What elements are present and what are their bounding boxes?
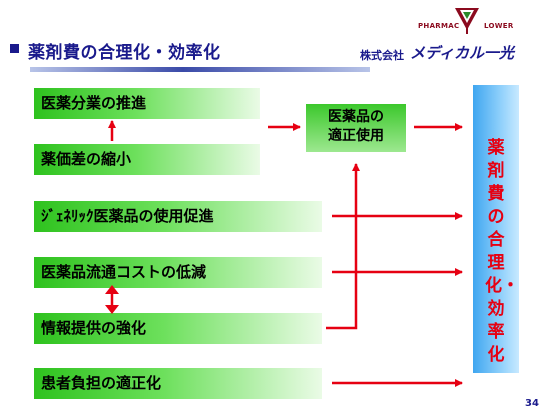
- logo-flower-icon: [455, 8, 479, 34]
- arrow-connector-icon: [326, 163, 360, 330]
- center-box-line1: 医薬品の: [328, 109, 384, 125]
- page-title: 薬剤費の合理化・効率化: [28, 43, 221, 63]
- right-result-box: 薬剤費の合理化・効率化: [473, 85, 519, 373]
- logo-text-right: LOWER: [484, 22, 514, 30]
- page-number: 34: [525, 398, 539, 409]
- center-box: 医薬品の 適正使用: [306, 104, 406, 152]
- title-bullet-icon: [10, 44, 19, 53]
- item-bar-5: 情報提供の強化: [34, 313, 322, 344]
- item-bar-6: 患者負担の適正化: [34, 368, 322, 399]
- center-box-line2: 適正使用: [328, 128, 384, 144]
- item-bar-2: 薬価差の縮小: [34, 144, 260, 175]
- title-underline: [30, 67, 370, 72]
- item-bar-4: 医薬品流通コストの低減: [34, 257, 322, 288]
- company-brand: メディカル一光: [410, 44, 514, 62]
- right-result-label: 薬剤費の合理化・効率化: [485, 138, 519, 365]
- item-bar-1: 医薬分業の推進: [34, 88, 260, 119]
- company-prefix: 株式会社: [360, 49, 404, 62]
- logo-text-left: PHARMAC: [418, 22, 460, 30]
- item-bar-3: ｼﾞｪﾈﾘｯｸ医薬品の使用促進: [34, 201, 322, 232]
